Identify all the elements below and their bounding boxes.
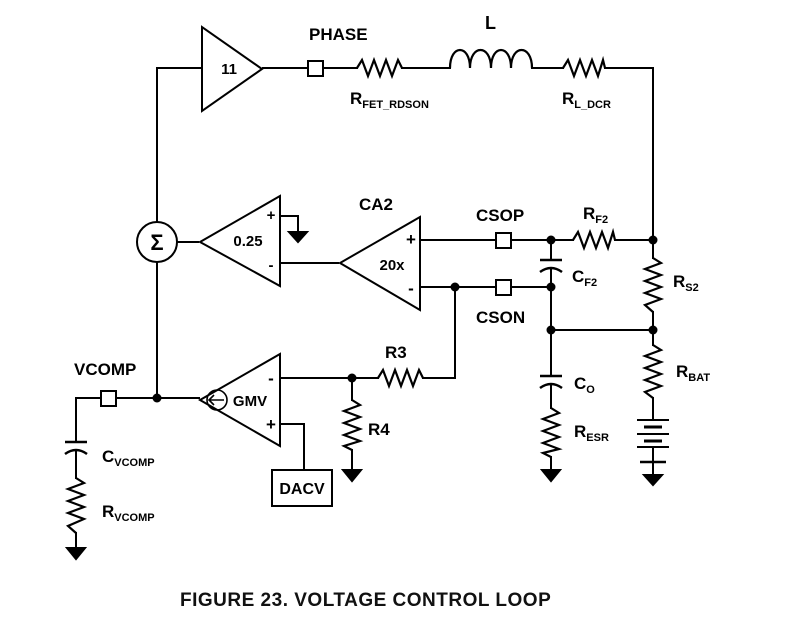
junction-dots <box>152 235 658 403</box>
feedback-gain: 0.25 <box>233 233 262 250</box>
ca2-amplifier: 20x + - <box>338 215 421 312</box>
feedback-amp-minus: - <box>269 257 274 274</box>
rf2-resistor <box>572 227 617 252</box>
inductor-coil <box>448 49 534 69</box>
cvcomp-label: CVCOMP <box>102 447 155 469</box>
cson-pin <box>495 279 512 296</box>
power-stage-amplifier: 11 <box>201 25 264 113</box>
r4-resistor <box>340 399 364 451</box>
resr-label: RESR <box>574 422 609 444</box>
cf2-capacitor <box>539 258 563 274</box>
rs2-resistor <box>641 257 665 313</box>
cvcomp-capacitor <box>64 440 88 456</box>
co-capacitor <box>539 374 563 390</box>
ca2-plus: + <box>406 230 416 249</box>
ca2-minus: - <box>408 279 414 298</box>
wires <box>75 67 654 549</box>
sigma-symbol: Σ <box>150 230 163 255</box>
ground-icon <box>641 474 665 487</box>
vcomp-label: VCOMP <box>74 360 136 379</box>
battery-icon <box>637 419 669 448</box>
summing-junction: Σ <box>136 221 178 263</box>
cson-label: CSON <box>476 308 525 327</box>
gmv-minus: - <box>268 369 274 388</box>
ground-icon <box>340 469 364 483</box>
rbat-resistor <box>641 344 665 399</box>
ground-icon <box>64 547 88 561</box>
rf2-label: RF2 <box>583 204 608 226</box>
csop-label: CSOP <box>476 206 524 225</box>
gmv-plus: + <box>266 415 276 434</box>
rvcomp-resistor <box>64 477 88 534</box>
rl-label: RL_DCR <box>562 89 611 111</box>
dacv-block: DACV <box>271 469 333 507</box>
pins <box>100 60 512 407</box>
ca2-gain: 20x <box>379 257 405 274</box>
ground-icon <box>539 469 563 483</box>
dacv-label: DACV <box>279 481 325 498</box>
arrow-left-icon <box>207 394 224 406</box>
component-labels: PHASE L RFET_RDSON RL_DCR CA2 CSOP CSON … <box>74 13 710 524</box>
phase-pin <box>307 60 324 77</box>
cf2-label: CF2 <box>572 267 597 289</box>
resr-resistor <box>539 407 563 458</box>
figure-caption: FIGURE 23. VOLTAGE CONTROL LOOP <box>180 590 551 611</box>
rl-resistor <box>562 55 607 80</box>
ground-symbols <box>64 231 666 561</box>
feedback-amplifier: 0.25 + - <box>197 194 281 288</box>
r3-label: R3 <box>385 343 407 362</box>
resistors <box>64 55 665 534</box>
power-stage-gain: 11 <box>221 61 237 78</box>
current-source-icon <box>206 389 228 411</box>
rfet-resistor <box>356 56 403 80</box>
r4-label: R4 <box>368 420 390 439</box>
capacitors <box>64 258 563 456</box>
rbat-label: RBAT <box>676 362 710 384</box>
feedback-amp-plus: + <box>267 207 276 224</box>
gmv-amplifier: GMV - + <box>197 352 281 448</box>
rvcomp-label: RVCOMP <box>102 502 155 524</box>
rs2-label: RS2 <box>673 272 699 294</box>
ground-icon <box>286 231 310 244</box>
vcomp-pin <box>100 390 117 407</box>
r3-resistor <box>377 366 424 390</box>
ca2-label: CA2 <box>359 195 393 214</box>
rfet-label: RFET_RDSON <box>350 89 429 111</box>
gmv-label: GMV <box>233 393 267 410</box>
csop-pin <box>495 232 512 249</box>
phase-label: PHASE <box>309 25 368 44</box>
inductor-label: L <box>485 13 496 33</box>
co-label: CO <box>574 374 595 396</box>
